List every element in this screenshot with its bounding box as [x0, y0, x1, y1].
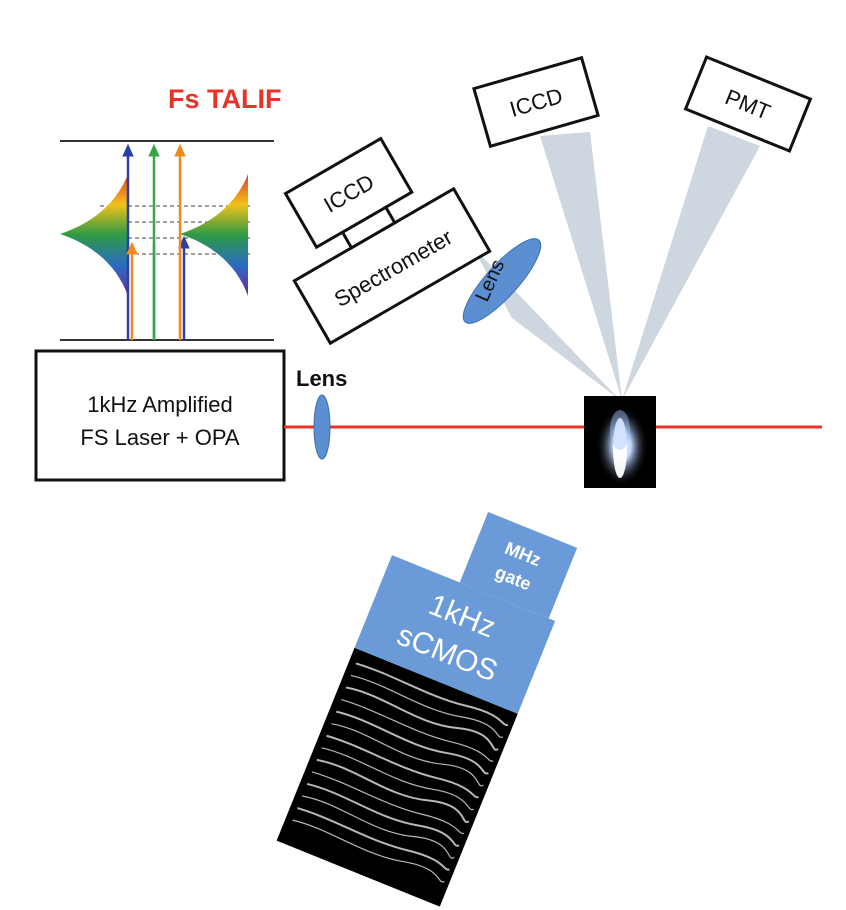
scmos-camera-body — [354, 555, 556, 714]
spectrometer-iccd-box — [283, 136, 414, 250]
blue-arrow-icon — [122, 143, 190, 340]
scmos-camera-image — [276, 647, 518, 907]
green-arrow-icon — [148, 143, 160, 340]
spectrum-left-shape — [60, 174, 128, 296]
focusing-lens — [313, 394, 331, 460]
collection-cone-iccd — [540, 132, 622, 400]
laser-label-line1: 1kHz Amplified — [87, 392, 233, 417]
flame-image — [584, 396, 656, 488]
iccd-camera-box — [472, 55, 600, 149]
fs-talif-title: Fs TALIF — [168, 84, 281, 114]
lens-label: Lens — [296, 366, 347, 391]
spectrum-right-shape — [180, 174, 248, 296]
laser-label-line2: FS Laser + OPA — [80, 425, 239, 450]
collection-cone-pmt — [622, 126, 760, 400]
orange-arrow-icon — [126, 143, 186, 340]
energy-level-diagram — [60, 140, 274, 341]
pmt-box — [683, 55, 813, 153]
laser-source-box — [34, 349, 286, 482]
collection-lens-tilted — [462, 238, 542, 324]
mhz-gate-box — [459, 511, 578, 619]
